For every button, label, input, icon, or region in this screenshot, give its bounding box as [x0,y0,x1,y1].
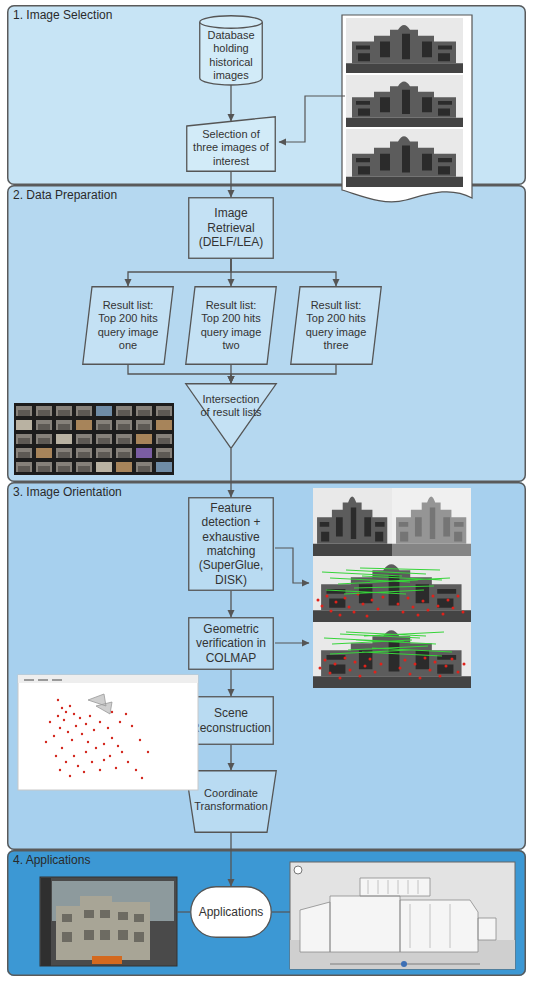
shape-outline [186,287,277,365]
text-area: Result list: Top 200 hits query image tw… [185,286,277,365]
section-title: 3. Image Orientation [13,485,122,499]
text-area: Selection of three images of interest [186,116,276,172]
shape-outline [83,287,174,365]
shape-outline [186,384,277,449]
text-area: Coordinate Transformation [185,770,277,833]
text-area: Geometric verification in COLMAP [188,617,274,670]
text-area: Feature detection + exhaustive matching … [188,497,274,591]
shape-outline [291,287,382,365]
node-label: Result list: Top 200 hits query image th… [301,299,371,352]
shape-outline [187,117,276,172]
data-parallelogram: Result list: Top 200 hits query image on… [82,286,174,365]
shape-outline [189,498,274,591]
section-band: 1. Image SelectionDatabase holding histo… [7,5,526,185]
process-box: Image Retrieval (DELF/LEA) [188,197,274,259]
text-area: Scene Reconstruction [188,696,274,745]
node-label: Result list: Top 200 hits query image tw… [196,299,266,352]
terminator-pill: Applications [190,886,272,938]
text-area: Result list: Top 200 hits query image on… [82,286,174,365]
text-area: Database holding historical images [199,15,263,85]
node-label: Geometric verification in COLMAP [192,622,270,665]
section-band: 3. Image OrientationFeature detection + … [7,482,526,850]
shape-outline [189,697,274,745]
data-parallelogram: Result list: Top 200 hits query image tw… [185,286,277,365]
node-label: Applications [199,905,264,919]
shape-outline [200,22,263,85]
shape-outline [186,771,277,833]
node-label: Coordinate Transformation [191,787,271,813]
section-band: 4. ApplicationsApplications [7,850,526,976]
node-label: Scene Reconstruction [191,706,271,735]
process-box: Geometric verification in COLMAP [188,617,274,670]
process-box: Scene Reconstruction [188,696,274,745]
shape-outline [191,887,272,938]
section-title: 4. Applications [13,853,90,867]
shape-outline [189,198,274,259]
section-band: 2. Data PreparationImage Retrieval (DELF… [7,185,526,482]
node-label: Image Retrieval (DELF/LEA) [192,206,270,249]
section-title: 1. Image Selection [13,8,112,22]
text-area: Intersection of result lists [185,383,277,449]
node-label: Intersection of result lists [199,393,263,419]
merge-triangle: Intersection of result lists [185,383,277,449]
node-label: Database holding historical images [202,29,260,82]
database-cylinder: Database holding historical images [199,15,263,85]
data-parallelogram: Result list: Top 200 hits query image th… [290,286,382,365]
text-area: Applications [190,886,272,938]
shape-outline [200,16,263,29]
text-area: Image Retrieval (DELF/LEA) [188,197,274,259]
node-label: Feature detection + exhaustive matching … [192,501,270,587]
process-box: Feature detection + exhaustive matching … [188,497,274,591]
manual-input-box: Selection of three images of interest [186,116,276,172]
node-label: Result list: Top 200 hits query image on… [93,299,163,352]
section-title: 2. Data Preparation [13,188,117,202]
text-area: Result list: Top 200 hits query image th… [290,286,382,365]
shape-outline [189,618,274,670]
node-label: Selection of three images of interest [191,128,271,168]
manual-operation-trapezoid: Coordinate Transformation [185,770,277,833]
